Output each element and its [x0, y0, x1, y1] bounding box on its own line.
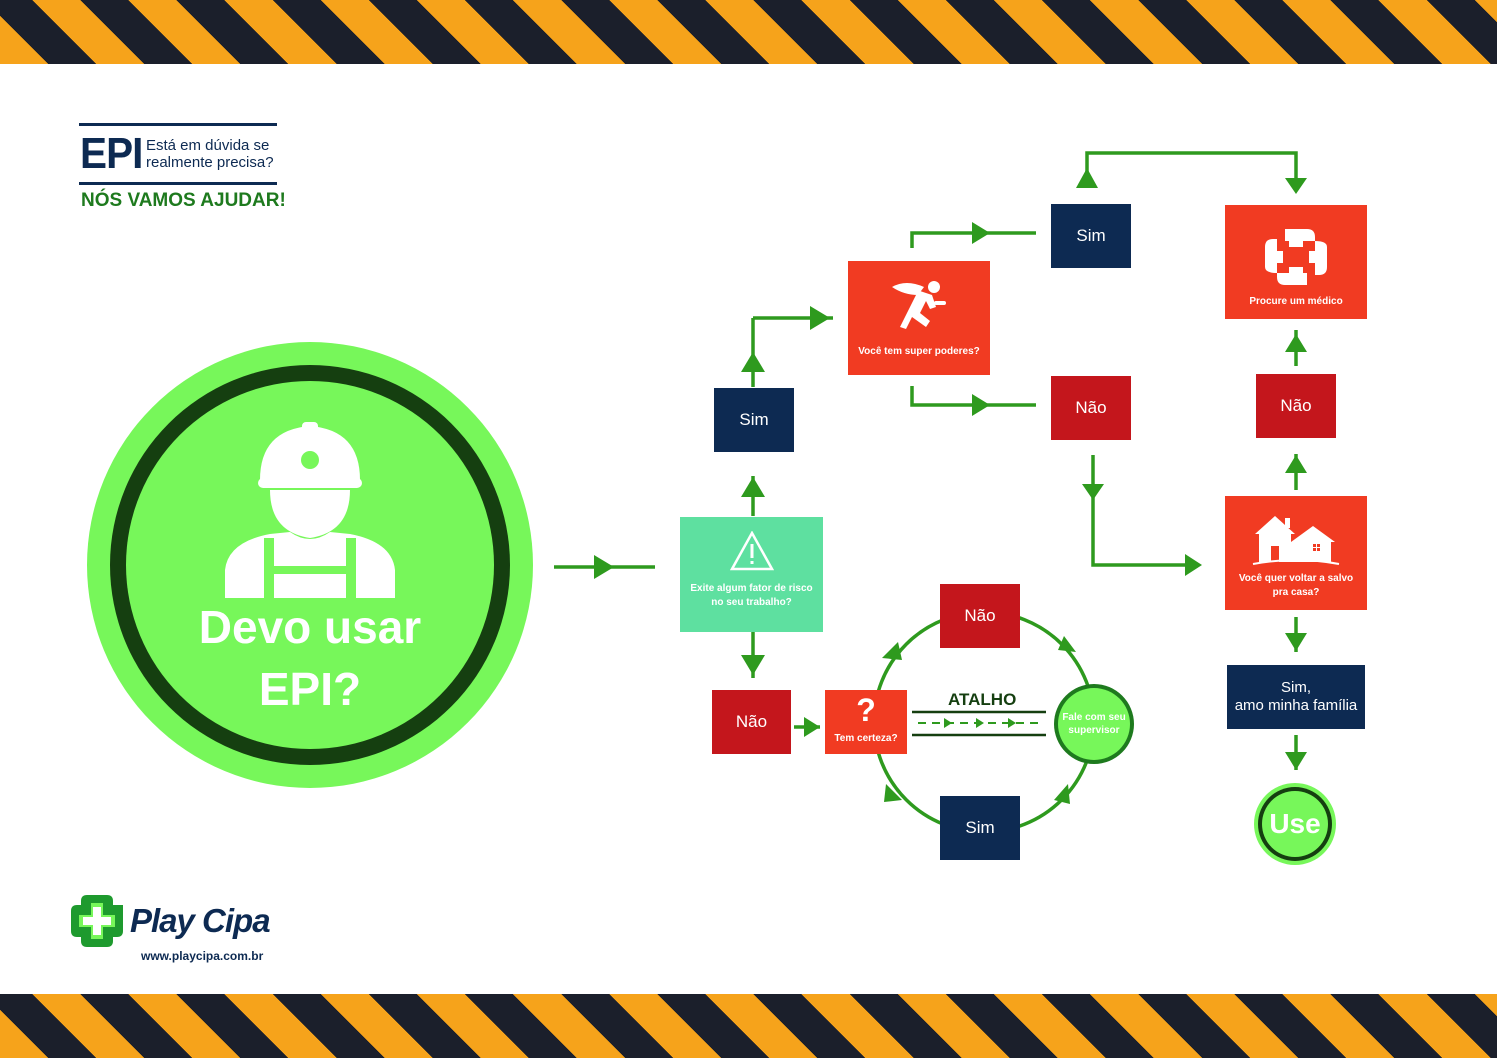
family-yes-line2: amo minha família	[1234, 697, 1358, 714]
use-label: Use	[1262, 791, 1328, 857]
doctor-text: Procure um médico	[1249, 296, 1343, 307]
header-question-line2: realmente precisa?	[146, 154, 274, 171]
brand-url[interactable]: www.playcipa.com.br	[141, 949, 264, 963]
risk-no-box: Não	[712, 690, 791, 754]
supervisor-line2: supervisor	[1068, 725, 1120, 736]
super-no-label: Não	[1075, 398, 1107, 417]
play-cipa-cross-logo	[71, 895, 123, 947]
loop-yes-box: Sim	[940, 796, 1020, 860]
header-rule-top	[79, 123, 277, 126]
warning-icon	[730, 531, 774, 571]
super-yes-box: Sim	[1051, 204, 1131, 268]
main-question-line1: Devo usar	[198, 601, 422, 653]
header-tagline: NÓS VAMOS AJUDAR!	[81, 190, 286, 211]
medical-cross-icon	[1265, 229, 1327, 285]
supervisor-line1: Fale com seu	[1062, 712, 1126, 723]
home-question-line1: Você quer voltar a salvo	[1238, 573, 1354, 584]
question-mark-icon: ?	[856, 692, 876, 728]
header-question-line1: Está em dúvida se	[146, 137, 270, 154]
loop-yes-label: Sim	[965, 818, 995, 837]
home-no-box: Não	[1256, 374, 1336, 438]
home-question-box: Você quer voltar a salvo pra casa?	[1225, 496, 1367, 610]
home-question-line2: pra casa?	[1272, 587, 1320, 598]
house-icon	[1252, 516, 1340, 565]
family-yes-line1: Sim,	[1281, 679, 1311, 696]
super-powers-box: Você tem super poderes?	[848, 261, 990, 375]
risk-yes-box: Sim	[714, 388, 794, 452]
risk-no-label: Não	[735, 712, 768, 731]
super-powers-question: Você tem super poderes?	[858, 346, 980, 357]
are-you-sure-text: Tem certeza?	[834, 733, 898, 744]
shortcut-label: ATALHO	[948, 690, 1017, 709]
risk-question-line2: no seu trabalho?	[711, 597, 792, 608]
hazard-stripe-bottom	[0, 994, 1497, 1058]
super-yes-label: Sim	[1076, 226, 1106, 245]
loop-no-label: Não	[964, 606, 996, 625]
doctor-box: Procure um médico	[1225, 205, 1367, 319]
super-no-box: Não	[1051, 376, 1131, 440]
brand-name: Play Cipa	[130, 902, 271, 939]
main-question-line2: EPI?	[258, 663, 362, 715]
loop-no-box: Não	[940, 584, 1020, 648]
running-hero-icon	[892, 281, 946, 329]
home-no-label: Não	[1280, 396, 1312, 415]
risk-yes-label: Sim	[739, 410, 769, 429]
risk-question-box: Exite algum fator de risco no seu trabal…	[680, 517, 823, 632]
hazard-stripe-top	[0, 0, 1497, 64]
risk-question-line1: Exite algum fator de risco	[690, 583, 813, 594]
are-you-sure-box: ? Tem certeza?	[825, 690, 907, 754]
header-acronym: EPI	[80, 129, 143, 178]
header-rule-bottom	[79, 182, 277, 185]
family-yes-box: Sim, amo minha família	[1227, 665, 1365, 729]
header-question: Está em dúvida se realmente precisa?	[146, 137, 286, 171]
worker-hardhat-icon	[225, 422, 395, 598]
supervisor-circle-inner: Fale com seu supervisor	[1058, 688, 1130, 760]
